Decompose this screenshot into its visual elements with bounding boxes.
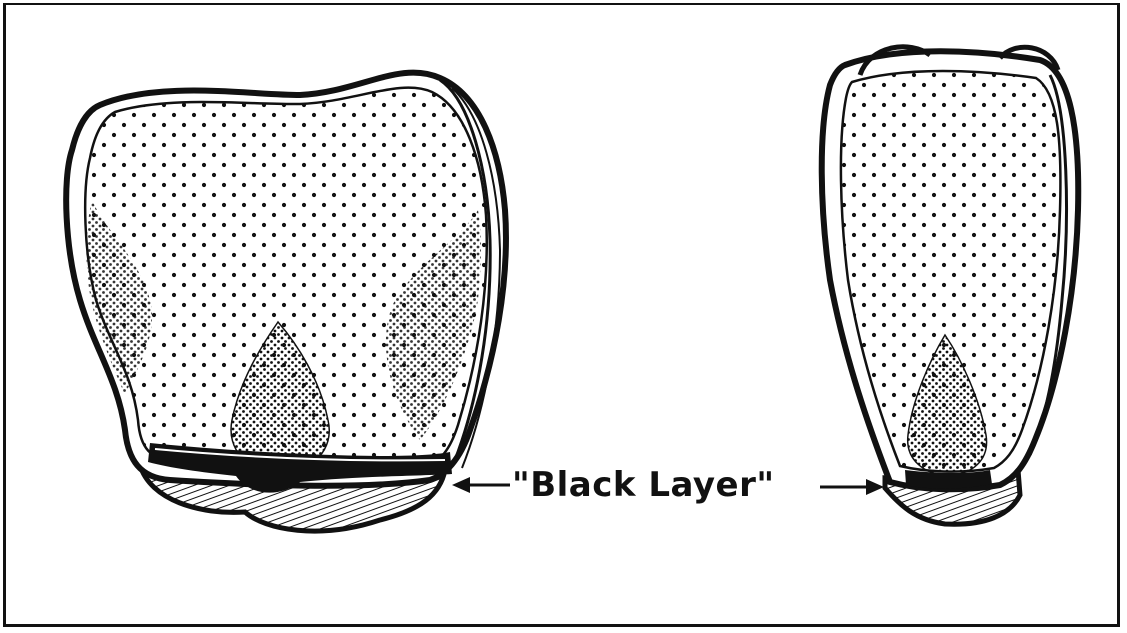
kernel-right (822, 47, 1079, 524)
black-layer-label: "Black Layer" (512, 468, 775, 502)
black-layer-arrow-right (820, 479, 884, 495)
kernel-left (66, 73, 506, 531)
black-layer-arrow-left (452, 477, 510, 493)
